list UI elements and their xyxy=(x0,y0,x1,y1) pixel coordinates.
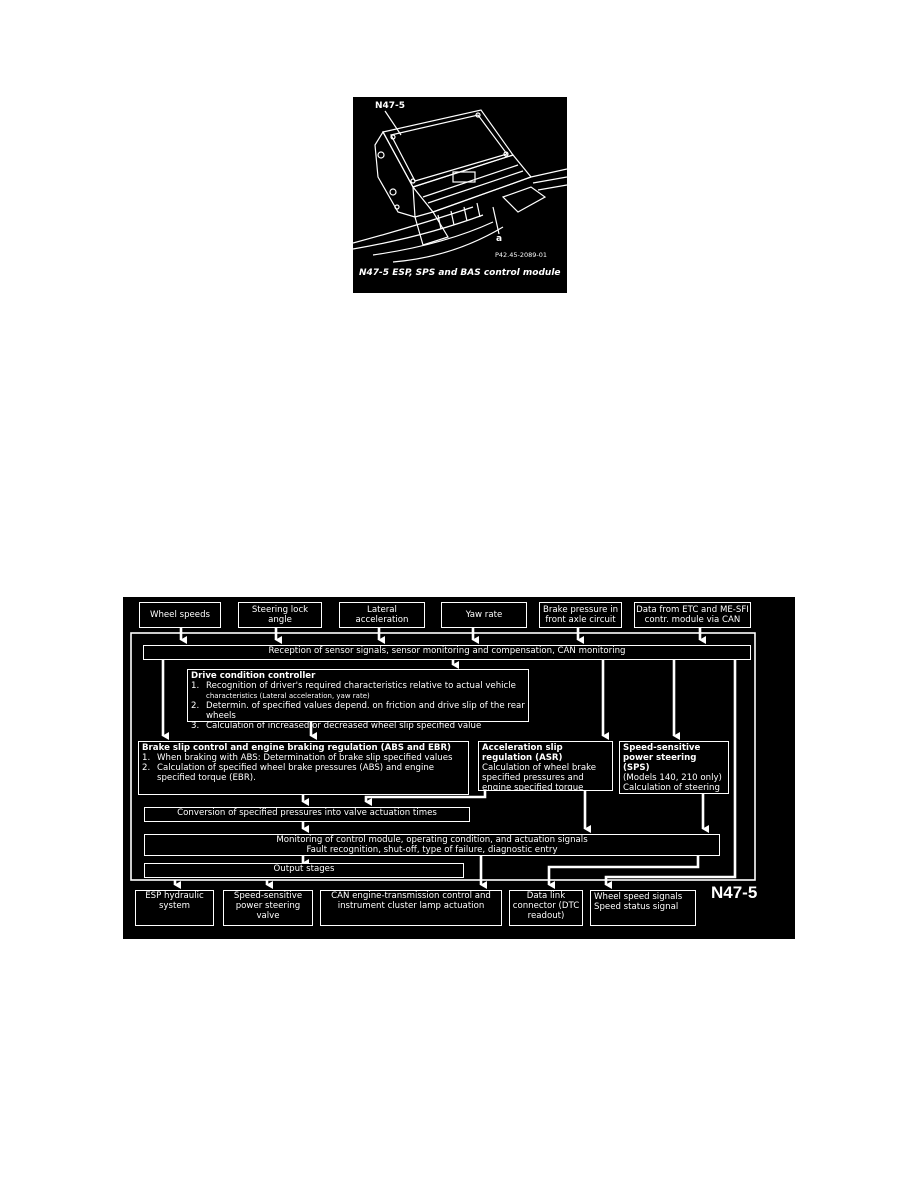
conversion-block: Conversion of specified pressures into v… xyxy=(144,807,470,822)
brake-slip-title: Brake slip control and engine braking re… xyxy=(142,743,451,753)
item-text: Recognition of driver's required charact… xyxy=(206,681,516,691)
list-item: 1. When braking with ABS: Determination o… xyxy=(142,753,465,763)
input-label: Lateral acceleration xyxy=(355,605,409,625)
item-text: When braking with ABS: Determination of … xyxy=(157,753,453,763)
list-item: characteristics (Lateral acceleration, y… xyxy=(191,691,525,701)
drive-condition-list: 1. Recognition of driver's required chara… xyxy=(191,681,525,731)
image-code: P42.45-2089-01 xyxy=(494,251,547,259)
item-number: 2. xyxy=(191,701,200,711)
acceleration-slip-regulation: Acceleration slip regulation (ASR) Calcu… xyxy=(478,741,613,791)
asr-title: Acceleration slip regulation (ASR) xyxy=(482,743,563,763)
item-number: 3. xyxy=(191,721,200,731)
item-number: 1. xyxy=(191,681,200,691)
reception-label: Reception of sensor signals, sensor moni… xyxy=(268,646,626,656)
monitoring-block: Monitoring of control module, operating … xyxy=(144,834,720,856)
input-etc-me-sfi-data: Data from ETC and ME-SFI contr. module v… xyxy=(634,602,751,628)
drive-condition-controller: Drive condition controller 1. Recognition… xyxy=(187,669,529,731)
item-text: Calculation of specified wheel brake pre… xyxy=(157,763,435,783)
reception-block: Reception of sensor signals, sensor moni… xyxy=(143,645,751,660)
output-esp-hydraulic: ESP hydraulic system xyxy=(135,890,214,926)
output-label: Speed-sensitive power steering valve xyxy=(233,891,303,921)
module-label: N47-5 xyxy=(711,883,758,902)
figure-caption: N47-5 ESP, SPS and BAS control module xyxy=(359,268,561,278)
input-yaw-rate: Yaw rate xyxy=(441,602,527,628)
input-label: Steering lock angle xyxy=(251,605,309,625)
input-lateral-acceleration: Lateral acceleration xyxy=(339,602,425,628)
list-item: 2. Calculation of specified wheel brake p… xyxy=(142,763,465,783)
output-label: CAN engine-transmission control and inst… xyxy=(331,891,491,911)
output-data-link-connector: Data link connector (DTC readout) xyxy=(509,890,583,926)
output-stages-block: Output stages xyxy=(144,863,464,878)
callout-a: a xyxy=(496,234,503,244)
input-label: Data from ETC and ME-SFI contr. module v… xyxy=(636,605,749,625)
input-label: Brake pressure in front axle circuit xyxy=(542,605,619,625)
connector-lines xyxy=(130,628,756,889)
input-label: Wheel speeds xyxy=(149,610,211,620)
control-module-figure: N47-5 a P42.45-2089-01 N47-5 ESP, SPS an… xyxy=(353,97,567,293)
list-item: 2. Determin. of specified values depend. … xyxy=(191,701,525,721)
monitoring-line-1: Monitoring of control module, operating … xyxy=(276,835,588,845)
brake-slip-list: 1. When braking with ABS: Determination o… xyxy=(142,753,465,783)
item-subtext: characteristics (Lateral acceleration, y… xyxy=(206,692,370,700)
output-label: ESP hydraulic system xyxy=(145,891,204,911)
sps-title: Speed-sensitive power steering (SPS) xyxy=(623,743,701,773)
input-label: Yaw rate xyxy=(465,610,503,620)
input-wheel-speeds: Wheel speeds xyxy=(139,602,221,628)
item-number: 2. xyxy=(142,763,151,773)
esp-block-diagram: Wheel speeds Steering lock angle Lateral… xyxy=(123,597,795,939)
monitoring-line-2: Fault recognition, shut-off, type of fai… xyxy=(306,845,558,855)
speed-sensitive-power-steering: Speed-sensitive power steering (SPS) (Mo… xyxy=(619,741,729,794)
input-brake-pressure: Brake pressure in front axle circuit xyxy=(539,602,622,628)
output-wheel-speed-signals: Wheel speed signals Speed status signal xyxy=(590,890,696,926)
output-power-steering-valve: Speed-sensitive power steering valve xyxy=(223,890,313,926)
item-text: Determin. of specified values depend. on… xyxy=(206,701,525,721)
input-steering-lock-angle: Steering lock angle xyxy=(238,602,322,628)
conversion-label: Conversion of specified pressures into v… xyxy=(177,808,437,818)
brake-slip-control: Brake slip control and engine braking re… xyxy=(138,741,469,795)
list-item: 1. Recognition of driver's required chara… xyxy=(191,681,525,691)
asr-body: Calculation of wheel brake specified pre… xyxy=(482,763,597,791)
output-label: Data link connector (DTC readout) xyxy=(512,891,580,921)
item-text: Calculation of increased or decreased wh… xyxy=(206,721,482,731)
sps-body: (Models 140, 210 only) Calculation of st… xyxy=(623,773,722,793)
output-can-engine-transmission: CAN engine-transmission control and inst… xyxy=(320,890,502,926)
part-label: N47-5 xyxy=(375,101,406,111)
item-number: 1. xyxy=(142,753,151,763)
list-item: 3. Calculation of increased or decreased … xyxy=(191,721,525,731)
control-module-illustration xyxy=(353,109,567,263)
drive-condition-title: Drive condition controller xyxy=(191,671,316,681)
output-label: Wheel speed signals Speed status signal xyxy=(594,892,683,912)
output-stages-label: Output stages xyxy=(273,864,335,874)
